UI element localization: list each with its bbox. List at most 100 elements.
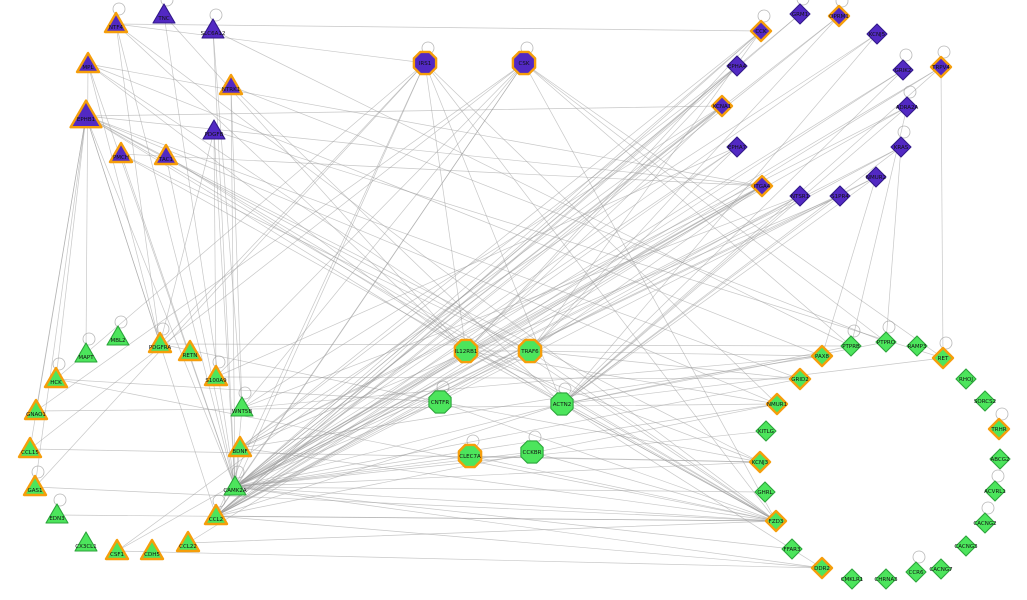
node-shape-ACVRL1[interactable] xyxy=(984,480,1006,502)
node-CCR6[interactable]: CCR6 xyxy=(905,561,927,583)
node-CDH5[interactable]: CDH5 xyxy=(139,538,165,561)
node-shape-KITLG[interactable] xyxy=(755,420,777,442)
node-shape-TRHR[interactable] xyxy=(987,417,1011,441)
node-shape-CX3CL1[interactable] xyxy=(74,531,98,552)
node-shape-S1PR4[interactable] xyxy=(829,185,851,207)
node-SLC6A12[interactable]: SLC6A12 xyxy=(201,18,226,39)
node-shape-CSK[interactable] xyxy=(511,50,537,76)
node-shape-NTRK1[interactable] xyxy=(218,73,244,96)
node-MBL2[interactable]: MBL2 xyxy=(106,325,130,346)
node-shape-GRID2[interactable] xyxy=(788,367,812,391)
node-shape-ADRA2A[interactable] xyxy=(896,96,918,118)
node-shape-S100A9[interactable] xyxy=(203,364,229,387)
node-shape-EPHB1[interactable] xyxy=(69,99,103,129)
node-shape-GRM1[interactable] xyxy=(789,3,811,25)
node-RAMP3[interactable]: RAMP3 xyxy=(906,335,928,357)
node-ACTN2[interactable]: ACTN2 xyxy=(550,392,574,416)
node-PMCH[interactable]: PMCH xyxy=(108,141,134,164)
node-MPL[interactable]: MPL xyxy=(75,51,101,74)
node-DDR2[interactable]: DDR2 xyxy=(810,556,834,580)
node-shape-RET[interactable] xyxy=(931,346,955,370)
node-RHOJ[interactable]: RHOJ xyxy=(955,368,977,390)
node-MAPT[interactable]: MAPT xyxy=(74,342,98,363)
node-NTF4[interactable]: NTF4 xyxy=(103,11,129,34)
node-shape-GRIK2[interactable] xyxy=(892,59,914,81)
node-shape-SLC6A12[interactable] xyxy=(201,18,225,39)
node-GRM1[interactable]: GRM1 xyxy=(789,3,811,25)
node-KCNJ3[interactable]: KCNJ3 xyxy=(748,450,772,474)
node-shape-CCR6[interactable] xyxy=(905,561,927,583)
node-GRID2[interactable]: GRID2 xyxy=(788,367,812,391)
node-shape-WNT5B[interactable] xyxy=(230,396,254,417)
node-shape-CDH5[interactable] xyxy=(139,538,165,561)
node-shape-SORCS2[interactable] xyxy=(974,390,996,412)
node-IL12RB1[interactable]: IL12RB1 xyxy=(453,338,479,364)
node-shape-CNTFR[interactable] xyxy=(428,390,452,414)
node-shape-OPRM1[interactable] xyxy=(827,4,851,28)
node-shape-FFAR3[interactable] xyxy=(781,538,803,560)
node-EDN3[interactable]: EDN3 xyxy=(45,503,69,524)
node-shape-FZD3[interactable] xyxy=(764,509,788,533)
node-CCL22[interactable]: CCL22 xyxy=(175,530,201,553)
node-shape-KRAS[interactable] xyxy=(890,136,912,158)
node-shape-MAPT[interactable] xyxy=(74,342,98,363)
node-shape-NMUR1[interactable] xyxy=(765,392,789,416)
node-SORCS2[interactable]: SORCS2 xyxy=(974,390,996,412)
node-EPHB1[interactable]: EPHB1 xyxy=(69,99,103,129)
node-shape-NMUR2[interactable] xyxy=(865,166,887,188)
node-shape-TRAF6[interactable] xyxy=(517,338,543,364)
node-shape-CAMK2A[interactable] xyxy=(223,475,247,496)
node-shape-KCNA1[interactable] xyxy=(710,94,734,118)
node-shape-CLEC7A[interactable] xyxy=(457,443,483,469)
node-shape-TNC[interactable] xyxy=(152,3,176,24)
node-ACVRL1[interactable]: ACVRL1 xyxy=(984,480,1006,502)
node-shape-GHRL[interactable] xyxy=(754,481,776,503)
node-shape-PAX8[interactable] xyxy=(810,344,834,368)
node-shape-PTPRB[interactable] xyxy=(840,335,862,357)
node-shape-CMKLR1[interactable] xyxy=(841,568,863,590)
node-shape-ABCG2[interactable] xyxy=(989,448,1011,470)
node-PTPRB[interactable]: PTPRB xyxy=(840,335,862,357)
node-CSK[interactable]: CSK xyxy=(511,50,537,76)
node-CACNG7[interactable]: CACNG7 xyxy=(929,558,953,580)
node-CLEC7A[interactable]: CLEC7A xyxy=(457,443,483,469)
node-PAX8[interactable]: PAX8 xyxy=(810,344,834,368)
node-HCK[interactable]: HCK xyxy=(43,366,69,389)
node-TRPV4[interactable]: TRPV4 xyxy=(929,55,953,79)
node-shape-CACNG7[interactable] xyxy=(930,558,952,580)
node-shape-PTPRO[interactable] xyxy=(875,331,897,353)
node-KCNJ5[interactable]: KCNJ5 xyxy=(866,23,888,45)
node-CCL15[interactable]: CCL15 xyxy=(17,436,43,459)
node-shape-CHRNA3[interactable] xyxy=(875,568,897,590)
node-CCKBR[interactable]: CCKBR xyxy=(520,440,544,464)
node-CHRNA3[interactable]: CHRNA3 xyxy=(874,568,898,590)
node-shape-CCL15[interactable] xyxy=(17,436,43,459)
node-shape-NTSR1[interactable] xyxy=(789,185,811,207)
node-CSF1[interactable]: CSF1 xyxy=(104,538,130,561)
node-shape-GNAO1[interactable] xyxy=(23,398,49,421)
node-shape-TRPV4[interactable] xyxy=(929,55,953,79)
node-KRAS[interactable]: KRAS xyxy=(890,136,912,158)
node-shape-KCNJ3[interactable] xyxy=(748,450,772,474)
node-shape-CACNG3[interactable] xyxy=(955,535,977,557)
node-shape-KCNJ5[interactable] xyxy=(866,23,888,45)
node-shape-TAC1[interactable] xyxy=(153,143,179,166)
node-NMUR2[interactable]: NMUR2 xyxy=(865,166,887,188)
node-TRAF6[interactable]: TRAF6 xyxy=(517,338,543,364)
node-CCK[interactable]: CCK xyxy=(749,19,773,43)
node-KITLG[interactable]: KITLG xyxy=(755,420,777,442)
node-TNC[interactable]: TNC xyxy=(152,3,176,24)
node-shape-EPHA4[interactable] xyxy=(726,55,748,77)
node-shape-DDR2[interactable] xyxy=(810,556,834,580)
node-shape-EDN3[interactable] xyxy=(45,503,69,524)
node-FFAR3[interactable]: FFAR3 xyxy=(781,538,803,560)
node-PTPRO[interactable]: PTPRO xyxy=(875,331,897,353)
node-shape-RETN[interactable] xyxy=(177,339,203,362)
node-shape-BDNF[interactable] xyxy=(227,435,253,458)
node-NTRK1[interactable]: NTRK1 xyxy=(218,73,244,96)
node-TRHR[interactable]: TRHR xyxy=(987,417,1011,441)
node-shape-RAMP3[interactable] xyxy=(906,335,928,357)
node-GHRL[interactable]: GHRL xyxy=(754,481,776,503)
node-shape-PMCH[interactable] xyxy=(108,141,134,164)
